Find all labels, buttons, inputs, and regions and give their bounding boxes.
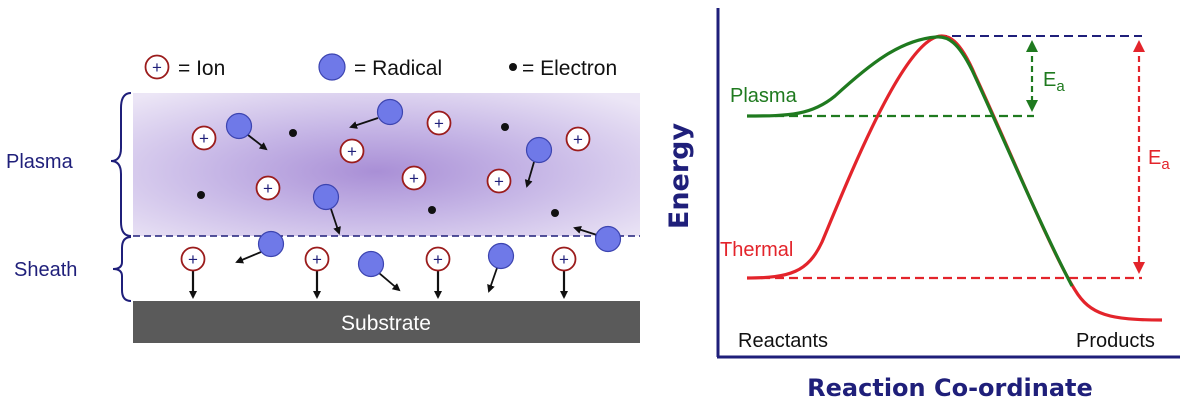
ion [551, 246, 577, 272]
radical-arrow [247, 134, 268, 151]
electron [501, 123, 509, 131]
substrate [133, 301, 640, 343]
radical [257, 230, 285, 258]
legend-electron-label: = Electron [522, 57, 617, 80]
legend-ion-icon [144, 54, 170, 80]
radical [487, 242, 515, 270]
ion [304, 246, 330, 272]
radical-arrow [235, 251, 262, 264]
radical [594, 225, 622, 253]
radical-arrow [330, 208, 341, 235]
radical [525, 136, 553, 164]
radical [312, 183, 340, 211]
plasma-curve [746, 35, 1074, 287]
energy-diagram: Energy Reaction Co-ordinate Ea Ea Plasma… [664, 8, 1180, 402]
radical [225, 112, 253, 140]
legend-radical-icon [318, 53, 346, 81]
radical [376, 98, 404, 126]
electron [428, 206, 436, 214]
thermal-curve-label: Thermal [720, 239, 793, 261]
ion [426, 110, 452, 136]
radical-arrow [524, 161, 535, 188]
ion [565, 126, 591, 152]
radical-arrow [573, 226, 598, 236]
y-axis-title: Energy [664, 122, 695, 229]
plasma-curve-label: Plasma [730, 85, 798, 107]
ion [255, 175, 281, 201]
legend: = Ion = Radical = Electron [144, 53, 617, 81]
ion [425, 246, 451, 272]
plasma-ea-label: Ea [1043, 69, 1065, 95]
electron [551, 209, 559, 217]
plasma-radicals [225, 98, 622, 253]
ion [191, 125, 217, 151]
legend-electron-icon [509, 63, 517, 71]
legend-ion-label: = Ion [178, 57, 225, 80]
thermal-curve [746, 34, 1163, 322]
sheath-region-label: Sheath [14, 259, 77, 281]
plasma-region-label: Plasma [6, 151, 74, 173]
ion [339, 138, 365, 164]
sheath-ions [180, 246, 577, 299]
radical-arrow [487, 267, 498, 293]
x-axis-title: Reaction Co-ordinate [807, 374, 1093, 402]
ion [486, 168, 512, 194]
ion [401, 165, 427, 191]
sheath-radicals [235, 230, 515, 293]
electron [197, 191, 205, 199]
plasma-brace [110, 92, 132, 237]
electron [289, 129, 297, 137]
ion [180, 246, 206, 272]
plasma-electrons [197, 123, 559, 217]
radical-arrow [378, 272, 401, 292]
sheath-brace [112, 236, 132, 302]
substrate-label: Substrate [341, 312, 431, 335]
legend-radical-label: = Radical [354, 57, 442, 80]
thermal-ea-label: Ea [1148, 147, 1170, 173]
products-label: Products [1076, 330, 1155, 352]
radical-arrow [349, 117, 379, 129]
radical [357, 250, 385, 278]
reactants-label: Reactants [738, 330, 828, 352]
plasma-sheath-diagram: = Ion = Radical = Electron Substrate Pla… [6, 53, 640, 343]
